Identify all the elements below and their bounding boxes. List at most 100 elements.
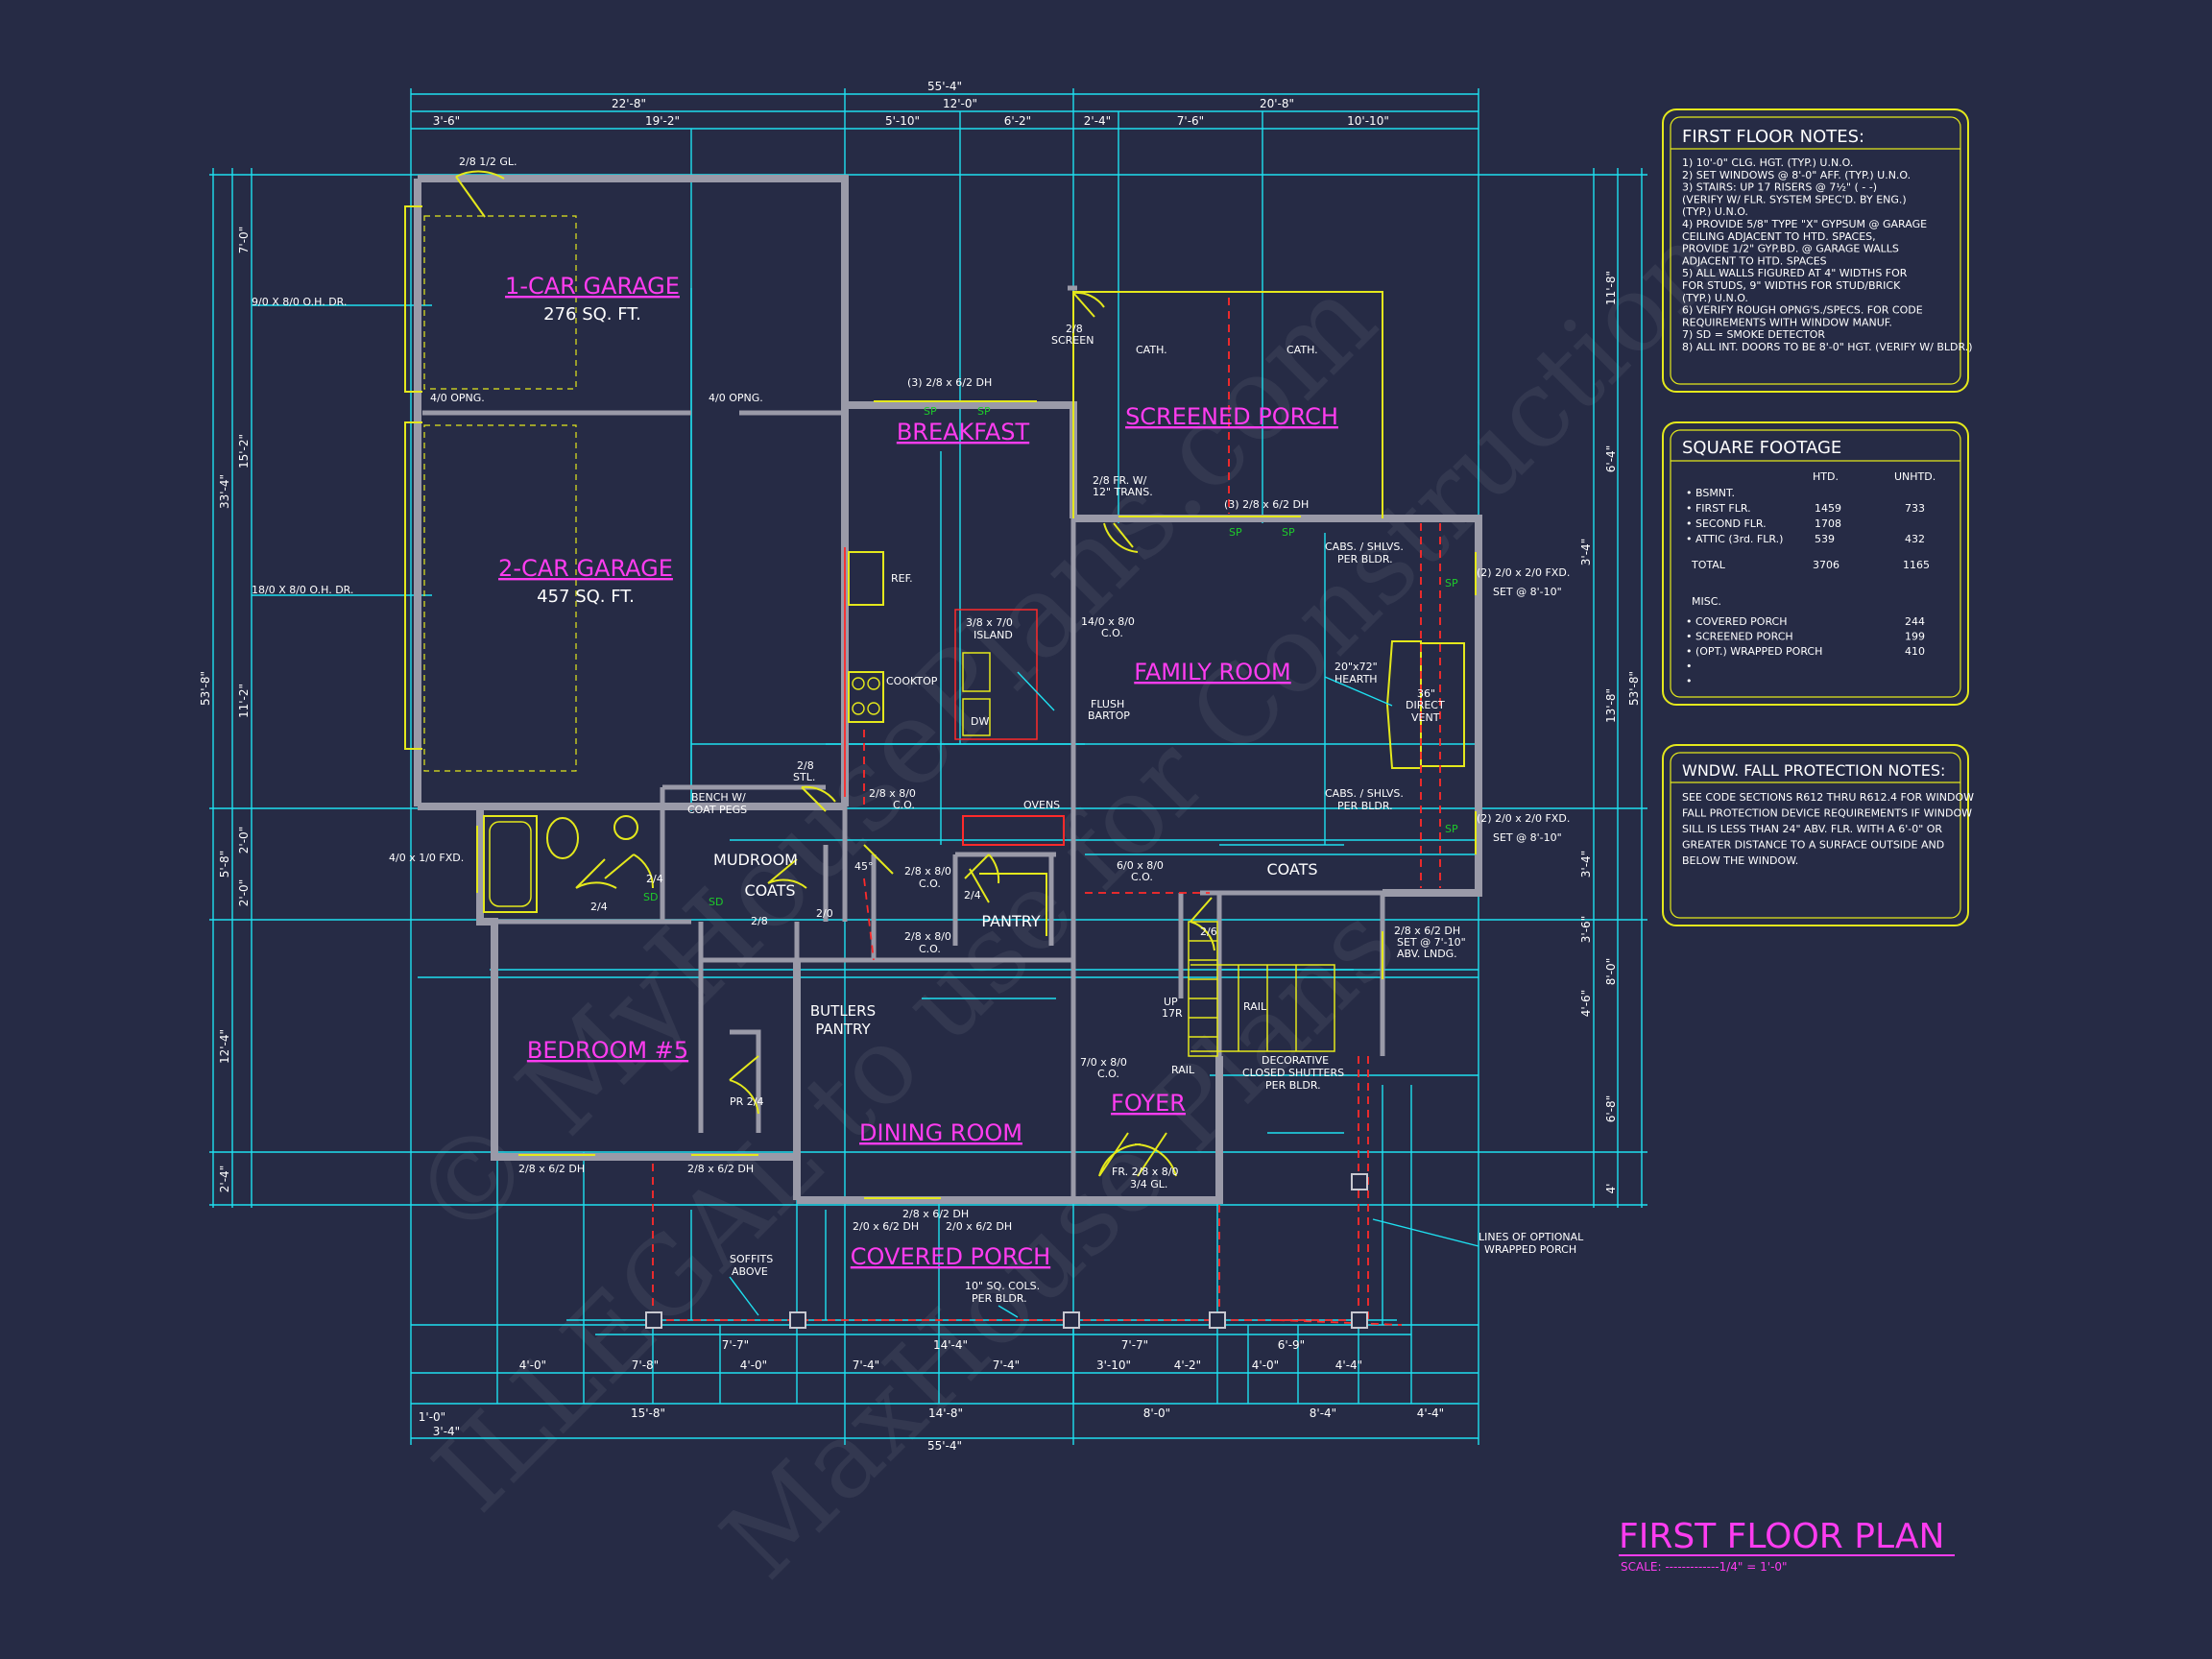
first-floor-notes-title: FIRST FLOOR NOTES: [1682, 127, 1864, 147]
room-foyer: FOYER [1111, 1090, 1186, 1117]
fixtures [404, 170, 1477, 1199]
dim-top-e: 19'-2" [645, 114, 680, 128]
hidden-lines [652, 298, 1441, 1326]
sp-marker-5: SP [1445, 577, 1458, 589]
room-butlers-pantry-2: PANTRY [815, 1021, 871, 1038]
fall-note-line-2: SILL IS LESS THAN 24" ABV. FLR. WITH A 6… [1682, 823, 1942, 835]
label-fxd-2b: SET @ 8'-10" [1493, 831, 1562, 844]
dim-bottom-row2-1: 7'-8" [632, 1358, 659, 1372]
label-door-24a: 2/4 [646, 873, 663, 885]
label-ref: REF. [891, 572, 913, 585]
label-shutters-3: PER BLDR. [1265, 1079, 1321, 1092]
first-floor-note-line-14: 7) SD = SMOKE DETECTOR [1682, 328, 1825, 341]
sqft-misc-label-4: • [1686, 675, 1693, 687]
dim-right-v1-2: 13'-8" [1604, 688, 1618, 723]
room-butlers-pantry-1: BUTLERS [810, 1002, 876, 1020]
first-floor-note-line-5: 4) PROVIDE 5/8" TYPE "X" GYPSUM @ GARAGE [1682, 218, 1927, 230]
dim-right-v1-8: 6'-8" [1604, 1095, 1618, 1122]
dim-bottom-row2-3: 7'-4" [853, 1358, 879, 1372]
dim-bottom-row1-2: 15'-8" [631, 1407, 665, 1420]
sqft-misc-title: MISC. [1692, 595, 1721, 608]
label-ovens: OVENS [1023, 799, 1060, 811]
label-cols-1: 10" SQ. COLS. [965, 1280, 1040, 1292]
label-cath-2: CATH. [1286, 344, 1318, 356]
dim-bottom-row2-7: 4'-0" [1252, 1358, 1279, 1372]
label-cath-1: CATH. [1136, 344, 1167, 356]
dim-left-v1-2: 11'-2" [237, 684, 251, 718]
label-island-1: 3/8 x 7/0 [966, 616, 1013, 629]
room-breakfast: BREAKFAST [897, 419, 1030, 445]
label-door-20: 2/0 [816, 907, 833, 920]
dim-top-f: 5'-10" [885, 114, 920, 128]
label-flush-1: FLUSH [1091, 698, 1124, 710]
label-rail-2: RAIL [1171, 1064, 1195, 1076]
fall-note-line-0: SEE CODE SECTIONS R612 THRU R612.4 FOR W… [1682, 791, 1974, 804]
dim-bottom-row1-1: 1'-0" [419, 1410, 445, 1424]
sp-marker-3: SP [1229, 526, 1242, 539]
first-floor-notes-panel: FIRST FLOOR NOTES: 1) 10'-0" CLG. HGT. (… [1662, 108, 1973, 393]
first-floor-note-line-1: 2) SET WINDOWS @ 8'-0" AFF. (TYP.) U.N.O… [1682, 169, 1911, 181]
label-pr24: PR 2/4 [730, 1095, 763, 1108]
room-coats-foyer: COATS [1266, 860, 1317, 878]
label-co-60-1: 6/0 x 8/0 [1117, 859, 1164, 872]
dim-bottom-row3-0: 7'-7" [722, 1338, 749, 1352]
label-cabs-2b: PER BLDR. [1337, 800, 1393, 812]
label-co-1410-1: 14/0 x 8/0 [1081, 615, 1135, 628]
sp-marker-6: SP [1445, 823, 1458, 835]
smoke-detector-1: SD [643, 891, 658, 903]
dim-left-v2-0: 5'-8" [218, 851, 231, 878]
dims-bottom-row2: 4'-0"7'-8"4'-0"7'-4"7'-4"3'-10"4'-2"4'-0… [519, 1358, 1362, 1372]
dim-bottom-row2-4: 7'-4" [993, 1358, 1020, 1372]
label-hearth-1: 20"x72" [1334, 661, 1378, 673]
first-floor-note-line-9: 5) ALL WALLS FIGURED AT 4" WIDTHS FOR [1682, 267, 1908, 279]
dim-right-v1-5: 3'-6" [1579, 916, 1593, 943]
label-screen-1: 2/8 [1066, 323, 1083, 335]
label-dh-bed-2: 2/8 x 6/2 DH [687, 1163, 754, 1175]
dim-top-overall: 55'-4" [927, 80, 962, 93]
sqft-misc-label-2: • (OPT.) WRAPPED PORCH [1686, 645, 1822, 658]
label-opening-2: 4/0 OPNG. [709, 392, 763, 404]
label-up-2: 17R [1162, 1007, 1183, 1020]
sqft-col-htd: HTD. [1813, 470, 1839, 483]
label-screen-2: SCREEN [1051, 334, 1094, 347]
dims-left-v1: 7'-0"15'-2"11'-2" [237, 227, 251, 718]
first-floor-note-line-8: ADJACENT TO HTD. SPACES [1682, 254, 1827, 267]
dim-right-v1-3: 3'-4" [1579, 539, 1593, 565]
label-door-28: 2/8 [751, 915, 768, 927]
label-hearth-2: HEARTH [1334, 673, 1378, 685]
dim-bottom-row2-6: 4'-2" [1174, 1358, 1201, 1372]
dim-bottom-row3-1: 14'-4" [933, 1338, 968, 1352]
label-oh-door-2: 18/0 X 8/0 O.H. DR. [252, 584, 353, 596]
dims-bottom-row3: 7'-7"14'-4"7'-7"6'-9" [722, 1338, 1305, 1352]
sp-marker-2: SP [977, 405, 991, 418]
dim-top-i: 7'-6" [1177, 114, 1204, 128]
room-coats-mudroom: COATS [744, 881, 795, 900]
dim-left-h1: 33'-4" [218, 474, 231, 509]
label-co-28c-2: C.O. [919, 943, 941, 955]
label-dh-din-3: 2/0 x 6/2 DH [946, 1220, 1012, 1233]
dim-left-v2-2: 2'-0" [237, 879, 251, 906]
dim-bottom-row3-2: 7'-7" [1121, 1338, 1148, 1352]
label-co-28c-1: 2/8 x 8/0 [904, 930, 951, 943]
label-cabs-1b: PER BLDR. [1337, 553, 1393, 565]
sqft-total-htd: 3706 [1813, 559, 1839, 571]
label-shutters-2: CLOSED SHUTTERS [1242, 1067, 1344, 1079]
label-gl: 2/8 1/2 GL. [459, 156, 517, 168]
label-stl-1: 2/8 [797, 759, 814, 772]
sqft-total-unhtd: 1165 [1903, 559, 1930, 571]
first-floor-note-line-15: 8) ALL INT. DOORS TO BE 8'-0" HGT. (VERI… [1682, 341, 1973, 353]
sqft-misc-val-0: 244 [1905, 615, 1925, 628]
first-floor-note-line-13: REQUIREMENTS WITH WINDOW MANUF. [1682, 316, 1892, 328]
watermark-line-3: MaxHouse Plans [699, 882, 1418, 1601]
label-vent-1: 36" [1417, 687, 1435, 700]
first-floor-note-line-12: 6) VERIFY ROUGH OPNG'S./SPECS. FOR CODE [1682, 304, 1923, 317]
room-labels: 1-CAR GARAGE 276 SQ. FT. 2-CAR GARAGE 45… [498, 273, 1338, 1270]
dimension-lines [209, 88, 1647, 1445]
sqft-misc-val-2: 410 [1905, 645, 1925, 658]
dim-right-v1-4: 3'-4" [1579, 851, 1593, 878]
dim-bottom-row1-5: 8'-4" [1310, 1407, 1336, 1420]
label-fr-trans-2: 12" TRANS. [1093, 486, 1153, 498]
dims-right-v1: 11'-8"6'-4"13'-8"3'-4"3'-4"3'-6"8'-0"4'-… [1579, 271, 1618, 1194]
sqft-row-unhtd-1: 733 [1905, 502, 1925, 515]
